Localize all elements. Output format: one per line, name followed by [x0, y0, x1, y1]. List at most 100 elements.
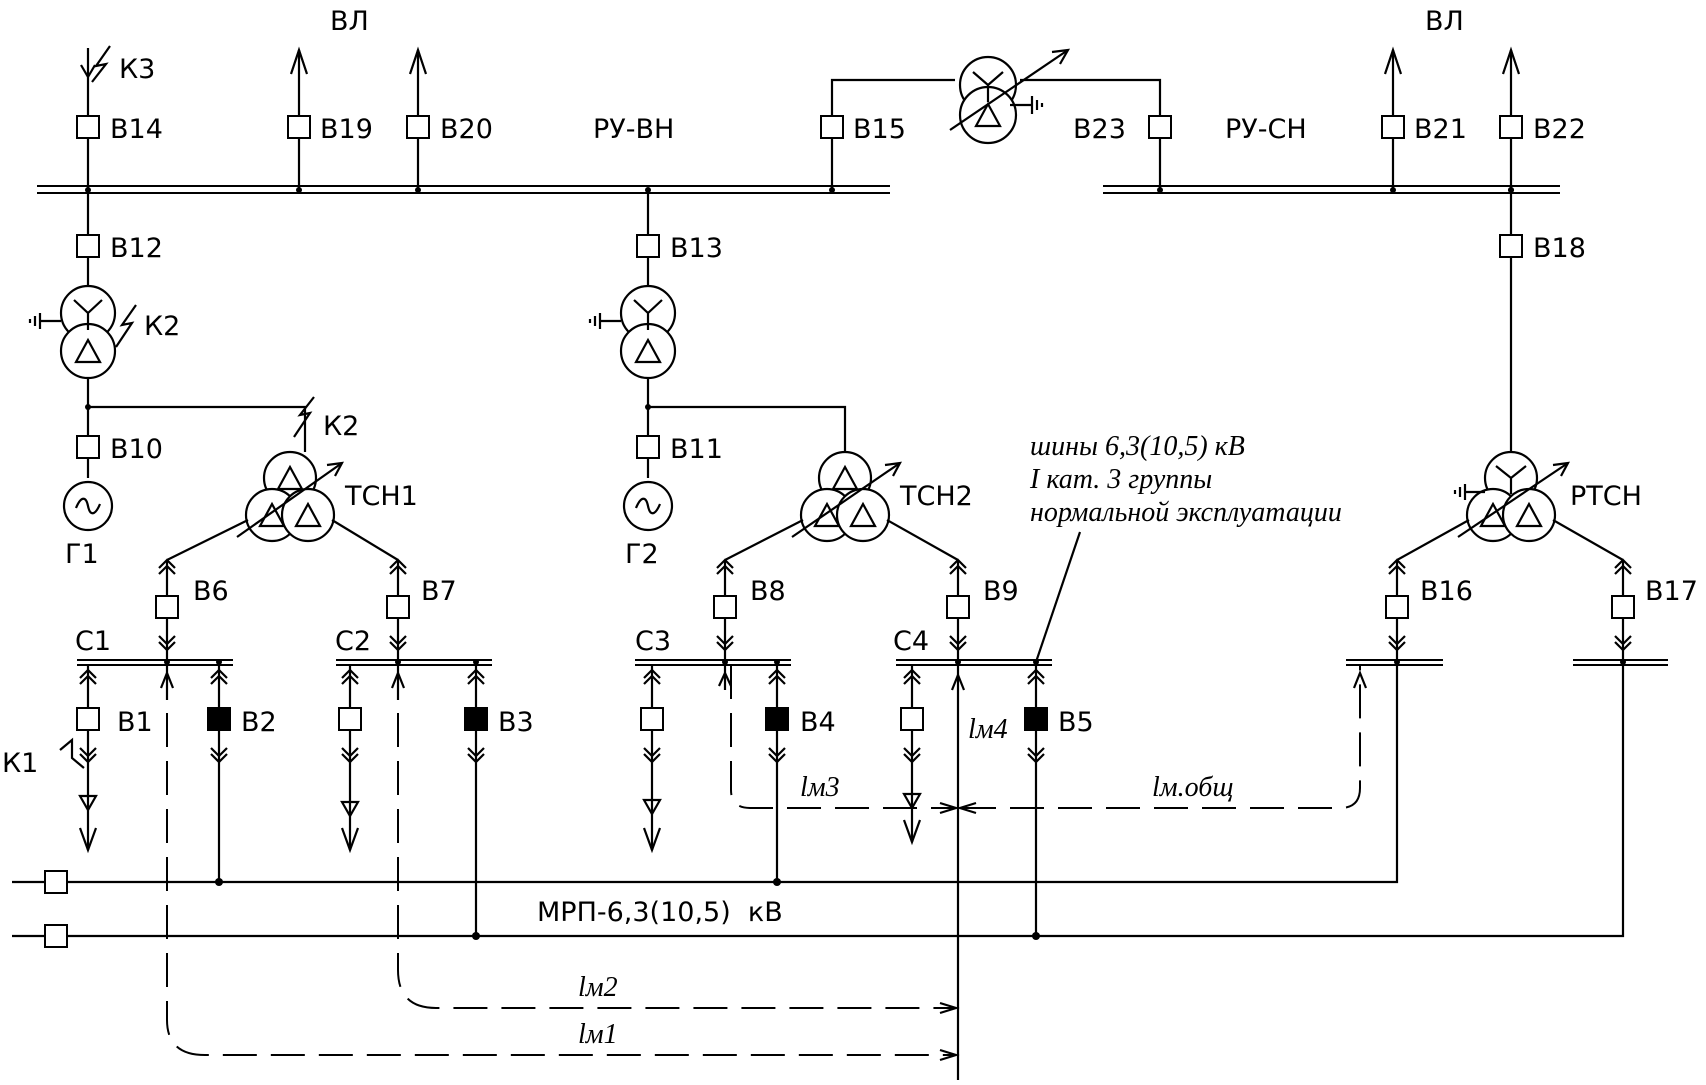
feeder-c4-load — [900, 665, 924, 846]
switch-b8[interactable] — [713, 595, 737, 619]
label-k2-1: К2 — [144, 311, 180, 342]
switch-b4[interactable] — [765, 707, 789, 731]
feeder-b2 — [207, 665, 231, 886]
feeder-b3 — [464, 665, 488, 940]
label-tsn1: ТСН1 — [344, 481, 418, 512]
label-b3: В3 — [498, 707, 534, 738]
switch-b1[interactable] — [76, 707, 100, 731]
annotation-line-1: шины 6,3(10,5) кВ — [1030, 431, 1245, 462]
reserve-bus-label: МРП-6,3(10,5) кВ — [537, 897, 783, 928]
measure-lm2 — [390, 665, 960, 1015]
incomer-b7 — [386, 558, 410, 660]
switch-b20[interactable] — [406, 115, 430, 139]
label-b19: В19 — [320, 114, 373, 145]
switch-b2[interactable] — [207, 707, 231, 731]
feeder-b20-line — [406, 46, 430, 193]
label-b13: В13 — [670, 233, 723, 264]
switch-b19[interactable] — [287, 115, 311, 139]
feeder-c2-load — [338, 665, 362, 854]
switch-b10[interactable] — [76, 435, 100, 459]
feeder-b1 — [76, 665, 100, 854]
label-lmobsh: lм.общ — [1152, 772, 1234, 803]
label-b10: В10 — [110, 434, 163, 465]
switch-b15[interactable] — [820, 115, 844, 139]
measure-axis — [950, 665, 966, 1080]
feeder-k3-line — [76, 48, 100, 193]
label-g1: Г1 — [65, 539, 99, 570]
switch-b13[interactable] — [636, 234, 660, 258]
autotransformer-link — [820, 48, 1172, 193]
feeder-b19-line — [287, 46, 311, 193]
reserve-bus-switch-1[interactable] — [44, 870, 68, 894]
fault-k2-mark-1 — [115, 304, 137, 348]
label-b14: В14 — [110, 114, 163, 145]
label-b17: В17 — [1645, 576, 1698, 607]
annotation-line-2: I кат. 3 группы — [1029, 464, 1212, 495]
switch-b7[interactable] — [386, 595, 410, 619]
hv-bus-label: РУ-ВН — [593, 114, 674, 145]
switch-b12[interactable] — [76, 234, 100, 258]
label-c2: С2 — [335, 626, 371, 657]
mv-busbar — [1103, 185, 1560, 194]
label-b8: В8 — [750, 576, 786, 607]
mv-bus-label: РУ-СН — [1225, 114, 1307, 145]
label-k2-2: К2 — [323, 411, 359, 442]
incomer-b6 — [155, 558, 179, 660]
label-c1: С1 — [75, 626, 111, 657]
switch-c2-load[interactable] — [338, 707, 362, 731]
measure-lm1 — [159, 665, 960, 1062]
label-b12: В12 — [110, 233, 163, 264]
overhead-line-label-1: ВЛ — [330, 6, 369, 37]
annotation-line-3: нормальной эксплуатации — [1030, 497, 1342, 528]
switch-c3-load[interactable] — [640, 707, 664, 731]
switch-b3[interactable] — [464, 707, 488, 731]
feeder-b5 — [1024, 665, 1048, 940]
label-rtsn: РТСН — [1570, 481, 1642, 512]
label-b21: В21 — [1414, 114, 1467, 145]
label-b6: В6 — [193, 576, 229, 607]
feeder-b21-line — [1381, 46, 1405, 193]
switch-c4-load[interactable] — [900, 707, 924, 731]
label-b20: В20 — [440, 114, 493, 145]
feeder-b22-line — [1499, 46, 1523, 193]
switch-b14[interactable] — [76, 115, 100, 139]
unit-g1-chain — [28, 190, 307, 532]
switch-b5[interactable] — [1024, 707, 1048, 731]
switch-b18[interactable] — [1499, 234, 1523, 258]
label-b9: В9 — [983, 576, 1019, 607]
switch-b16[interactable] — [1385, 595, 1409, 619]
reserve-bus-1 — [12, 665, 1399, 894]
unit-g2-chain — [588, 187, 847, 532]
switch-b9[interactable] — [946, 595, 970, 619]
label-b16: В16 — [1420, 576, 1473, 607]
label-b22: В22 — [1533, 114, 1586, 145]
reserve-bus-switch-2[interactable] — [44, 924, 68, 948]
label-lm3: lм3 — [800, 772, 840, 803]
label-b15: В15 — [853, 114, 906, 145]
label-lm1: lм1 — [578, 1019, 618, 1050]
incomer-b9 — [946, 558, 970, 660]
label-b4: В4 — [800, 707, 836, 738]
switch-b21[interactable] — [1381, 115, 1405, 139]
switch-b17[interactable] — [1611, 595, 1635, 619]
label-g2: Г2 — [625, 539, 659, 570]
label-b18: В18 — [1533, 233, 1586, 264]
section-buses — [77, 659, 1668, 666]
switch-b22[interactable] — [1499, 115, 1523, 139]
measure-lm3 — [718, 665, 960, 815]
overhead-line-label-2: ВЛ — [1425, 6, 1464, 37]
incomer-b17 — [1611, 558, 1635, 660]
fault-k1-mark — [59, 737, 85, 769]
label-c4: С4 — [893, 626, 929, 657]
label-b2: В2 — [241, 707, 277, 738]
hv-busbar — [37, 185, 890, 194]
fault-k2-mark-2 — [293, 396, 315, 438]
incomer-b16 — [1385, 558, 1409, 660]
switch-b6[interactable] — [155, 595, 179, 619]
measure-lmobsh — [956, 665, 1368, 815]
switch-b23[interactable] — [1148, 115, 1172, 139]
tsn1-transformer — [166, 450, 399, 561]
label-k1: К1 — [2, 748, 38, 779]
switch-b11[interactable] — [636, 435, 660, 459]
